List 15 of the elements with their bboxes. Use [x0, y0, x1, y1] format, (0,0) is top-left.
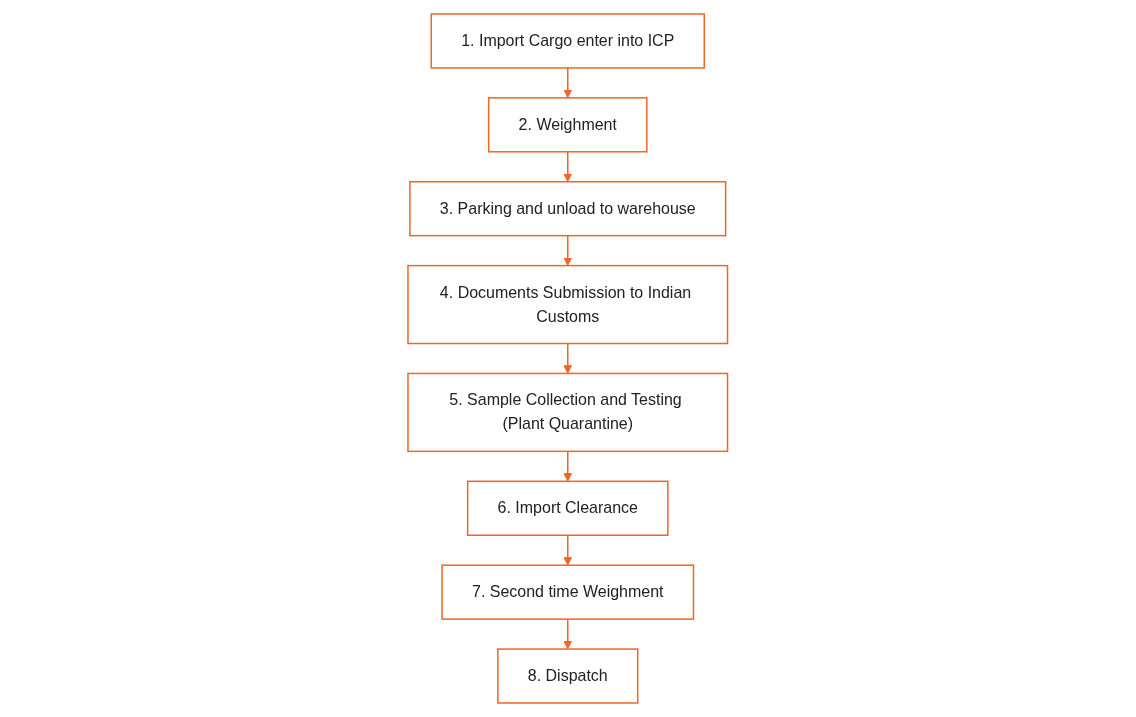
arrow: [563, 67, 573, 99]
arrow: [563, 534, 573, 566]
node-box: 2. Weighment: [488, 97, 648, 153]
node-box: 7. Second time Weighment: [441, 564, 695, 620]
node-box: 6. Import Clearance: [467, 480, 669, 536]
arrow: [563, 342, 573, 374]
node-box: 1. Import Cargo enter into ICP: [430, 13, 706, 69]
arrow: [563, 151, 573, 183]
node-box: 5. Sample Collection and Testing (Plant Quarantine): [407, 372, 729, 453]
arrow: [563, 450, 573, 482]
node-box: 8. Dispatch: [497, 648, 639, 704]
arrow: [563, 618, 573, 650]
node-box: 4. Documents Submission to Indian Customs: [407, 264, 729, 345]
node-box: 3. Parking and unload to warehouse: [409, 181, 727, 237]
arrow: [563, 234, 573, 267]
